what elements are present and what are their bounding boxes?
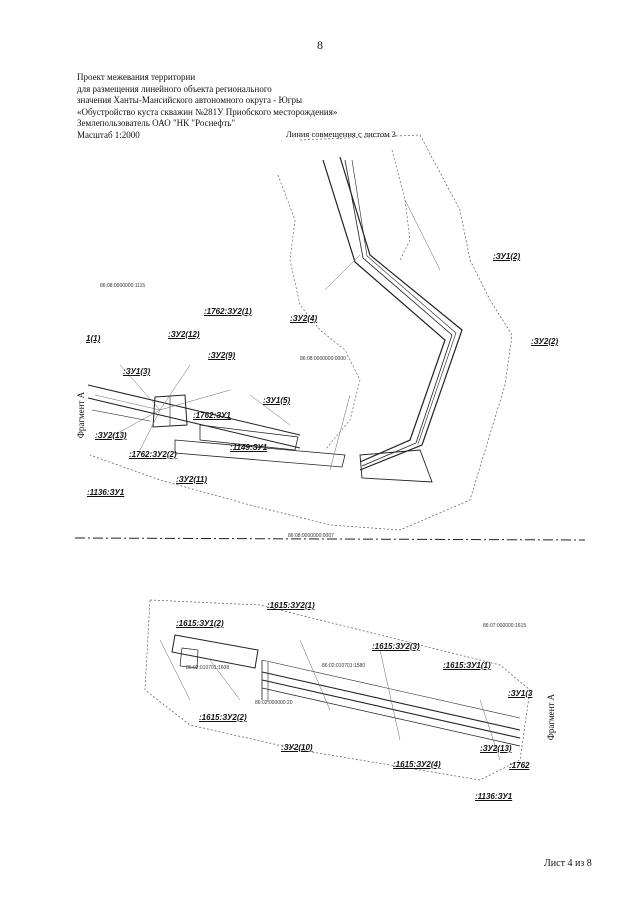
corridor-centerline	[344, 159, 453, 467]
parcel-label: :ЗУ2(2)	[531, 337, 559, 346]
parcel-label: :1136:ЗУ1	[87, 488, 125, 497]
header-line: «Обустройство куста скважин №281У Приобс…	[77, 106, 338, 117]
page-number: 8	[317, 38, 323, 52]
road-parcel	[171, 634, 259, 669]
road-strip	[87, 397, 301, 449]
pipeline-strip	[261, 687, 521, 747]
corridor-end-box	[359, 449, 433, 483]
parcel-label: :1762:ЗУ2(2)	[129, 450, 177, 459]
header-line: значения Ханты-Мансийского автономного о…	[77, 95, 303, 105]
parcel-label: :ЗУ2(12)	[168, 330, 200, 339]
parcel-label: :ЗУ2(9)	[208, 351, 236, 360]
cadastral-number: 86:08:0000000:0007	[288, 533, 334, 539]
corridor-outline	[339, 156, 463, 471]
sheet-number: Лист 4 из 8	[544, 858, 592, 869]
cadastral-number: 86:08:0000000:1115	[100, 283, 146, 289]
parcel-label: :1615:ЗУ2(3)	[372, 642, 420, 651]
pipeline-strip	[261, 671, 521, 731]
corridor-outline	[322, 159, 446, 463]
pipeline-strip	[261, 659, 521, 719]
header-line: Проект межевания территории	[77, 72, 196, 82]
cadastral-number: 86:02:010701:1580	[322, 663, 366, 669]
parcel-label: :ЗУ2(4)	[290, 314, 318, 323]
parcel-label: :1762:ЗУ2(1)	[204, 307, 252, 316]
parcel-label: 1(1)	[86, 334, 101, 343]
parcel-label: :1149:ЗУ1	[230, 443, 268, 452]
parcel-label: :ЗУ1(3)	[123, 367, 151, 376]
parcel-label: :1762	[509, 761, 530, 770]
document-header: Проект межевания территории для размещен…	[77, 72, 337, 141]
road-parcel	[199, 424, 299, 451]
road-strip	[87, 384, 301, 436]
cadastral-number: 86:02:010701:1608	[186, 665, 230, 671]
parcel-label: :1136:ЗУ1	[475, 792, 513, 801]
parcel-label: :ЗУ2(11)	[176, 475, 207, 484]
cadastral-number: 86:07:000000:1615	[483, 623, 527, 629]
section-separator	[74, 537, 586, 541]
boundary-line	[391, 149, 411, 261]
boundary-line	[89, 134, 513, 531]
header-line: Масштаб 1:2000	[77, 129, 140, 140]
parcel-label: :ЗУ2(13)	[95, 431, 127, 440]
pipeline-strip	[261, 679, 521, 739]
parcel-label: :1615:ЗУ2(1)	[267, 601, 315, 610]
road-parcel	[179, 647, 199, 669]
parcel-label: :1615:ЗУ1(2)	[176, 619, 224, 628]
parcel-label: :ЗУ1(2)	[493, 252, 521, 261]
road-strip	[91, 409, 151, 422]
fragment-label: Фрагмент А	[546, 693, 557, 741]
cadastral-number: 86:08:0000000:0000	[300, 356, 346, 362]
parcel-label: :1615:ЗУ2(4)	[393, 760, 441, 769]
parcel-label: :ЗУ1(5)	[263, 396, 291, 405]
parcel-label: :ЗУ2(13)	[480, 744, 512, 753]
match-line-label: Линия совмещения с листом 3	[286, 129, 396, 139]
boundary-line	[277, 174, 361, 451]
road-parcel	[174, 439, 346, 468]
parcel-label: :ЗУ2(10)	[281, 743, 313, 752]
header-line: для размещения линейного объекта региона…	[77, 83, 272, 94]
header-line: Землепользователь ОАО "НК "Роснефть"	[77, 118, 236, 128]
corridor-centerline	[351, 159, 457, 445]
parcel-label: :1615:ЗУ1(1)	[443, 661, 491, 670]
cadastral-number: 86:02:000000:20	[255, 700, 293, 706]
parcel-label: :ЗУ1(3	[508, 689, 533, 698]
parcel-label: :1615:ЗУ2(2)	[199, 713, 247, 722]
parcel-box	[152, 394, 188, 428]
parcel-label: :1762:ЗУ1	[193, 411, 231, 420]
fragment-label: Фрагмент А	[76, 391, 87, 439]
